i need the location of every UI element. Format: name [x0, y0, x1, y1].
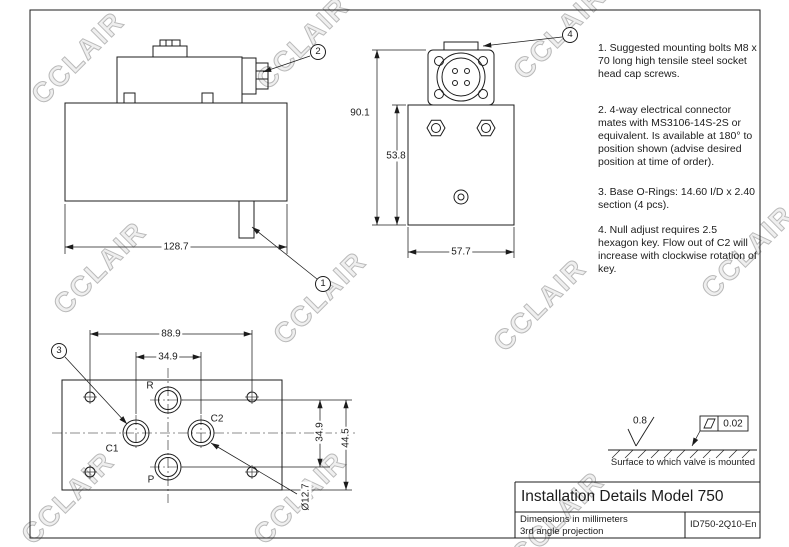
- leader-balloon-4: [482, 36, 563, 48]
- hatching: [611, 449, 751, 459]
- surface-finish-detail: [608, 415, 757, 459]
- callout-balloon-3: 3: [51, 343, 67, 359]
- hex-bolt-left: [426, 119, 446, 137]
- dim-label-hole-diameter: Ø12.7: [300, 481, 312, 513]
- port-label-c1: C1: [105, 443, 119, 455]
- connector-pin: [452, 68, 458, 74]
- bottom-view-dimensions: [64, 330, 352, 495]
- dim-label-44-5: 44.5: [340, 426, 352, 450]
- note-1: 1. Suggested mounting bolts M8 x 70 long…: [598, 42, 757, 80]
- torque-motor-housing: [116, 56, 243, 104]
- connector-cap: [443, 41, 479, 51]
- port-label-p: P: [147, 474, 155, 486]
- bottom-view: [61, 379, 283, 491]
- dim-label-128-7: 128.7: [161, 241, 191, 253]
- callout-balloon-2: 2: [310, 44, 326, 60]
- roughness-icon: [627, 416, 655, 447]
- title-block-lines: [514, 481, 760, 538]
- hex-bolt-right: [476, 119, 496, 137]
- bottom-view-centerlines: [52, 368, 358, 503]
- leader-balloon-3: [64, 356, 128, 425]
- electrical-connector-side: [241, 57, 257, 95]
- callout-balloon-4: 4: [562, 27, 578, 43]
- leader-balloon-2: [262, 55, 311, 73]
- dim-label-88-9: 88.9: [159, 328, 183, 340]
- title-block-document-id: ID750-2Q10-En: [690, 519, 757, 530]
- note-3: 3. Base O-Rings: 14.60 I/D x 2.40 sectio…: [598, 186, 755, 211]
- null-adjust: [453, 189, 469, 205]
- flatness-value: 0.02: [723, 418, 743, 430]
- sheet-border: [29, 9, 761, 539]
- valve-body-front: [407, 104, 515, 226]
- side-view: [64, 39, 288, 239]
- connector-shell: [436, 52, 486, 102]
- dim-label-90-1: 90.1: [350, 107, 370, 119]
- dim-label-53-8: 53.8: [384, 150, 408, 162]
- connector-pin: [464, 80, 470, 86]
- flatness-icon: [691, 415, 749, 447]
- dim-label-57-7: 57.7: [449, 246, 473, 258]
- surface-caption: Surface to which valve is mounted: [610, 457, 756, 468]
- title-block-projection: 3rd angle projection: [520, 526, 604, 537]
- port-label-c2: C2: [210, 413, 224, 425]
- callout-balloon-1: 1: [315, 276, 331, 292]
- note-2: 2. 4-way electrical connector mates with…: [598, 104, 753, 168]
- connector-pin: [452, 80, 458, 86]
- leader-hole-diameter: [210, 442, 298, 495]
- note-4: 4. Null adjust requires 2.5 hexagon key.…: [598, 224, 757, 275]
- top-cap: [152, 45, 188, 58]
- valve-body-side: [64, 102, 288, 202]
- title-block-title: Installation Details Model 750: [521, 488, 724, 505]
- mounting-stub: [238, 200, 255, 239]
- mounting-face-outline: [61, 379, 283, 491]
- leader-balloon-1: [251, 226, 318, 280]
- title-block-units: Dimensions in millimeters: [520, 514, 628, 525]
- connector-pin: [464, 68, 470, 74]
- port-label-r: R: [146, 380, 154, 392]
- front-view: [407, 41, 515, 226]
- side-view-dimensions: [64, 55, 318, 280]
- roughness-value: 0.8: [633, 415, 647, 427]
- dim-label-34-9-h: 34.9: [156, 351, 180, 363]
- dim-label-34-9-v: 34.9: [314, 420, 326, 444]
